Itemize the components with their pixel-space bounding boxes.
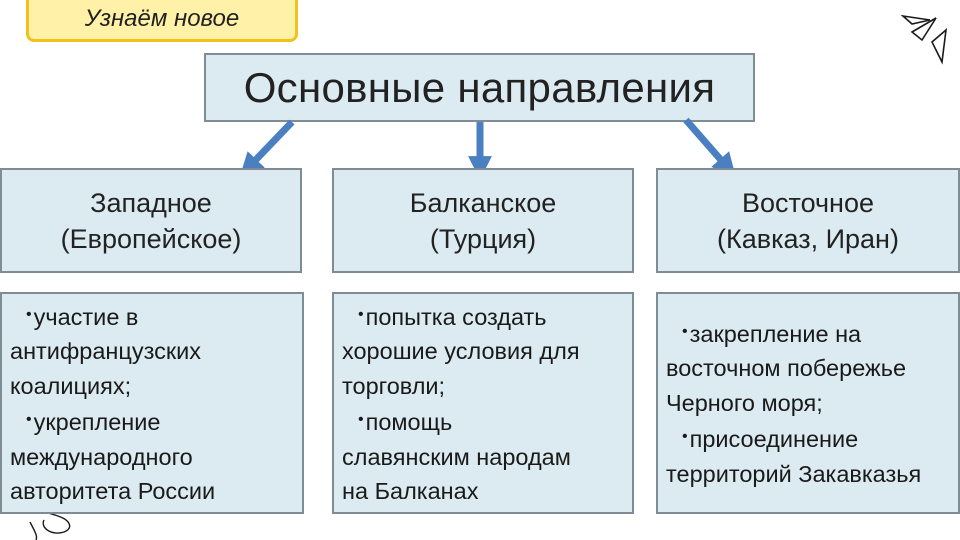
- list-item: •укрепление: [10, 403, 294, 440]
- direction-box-balkan: Балканское (Турция): [332, 168, 634, 273]
- list-item-line: присоединение: [689, 426, 859, 453]
- details-box-western: •участие в антифранцузских коалициях; •у…: [0, 292, 304, 514]
- direction-subtitle: (Турция): [429, 223, 537, 254]
- direction-subtitle: (Европейское): [60, 223, 242, 254]
- direction-box-eastern: Восточное (Кавказ, Иран): [656, 168, 960, 273]
- bullet-icon: •: [682, 322, 688, 340]
- list-item-continuation: авторитета России: [10, 478, 216, 504]
- list-item-continuation: славянским народам: [342, 443, 571, 470]
- list-item-line: попытка создать: [365, 303, 547, 330]
- details-list: •попытка создать хорошие условия для тор…: [342, 298, 624, 509]
- list-item-line: закрепление на: [689, 320, 862, 347]
- details-box-balkan: •попытка создать хорошие условия для тор…: [332, 292, 634, 514]
- list-item-line: укрепление: [33, 409, 161, 435]
- bullet-icon: •: [26, 411, 32, 428]
- direction-name: Балканское: [409, 187, 557, 218]
- direction-name: Западное: [90, 187, 212, 218]
- list-item: •закрепление на: [666, 315, 950, 352]
- diagram-title: Основные направления: [204, 53, 755, 122]
- details-box-eastern: •закрепление на восточном побережье Черн…: [656, 292, 960, 514]
- list-item-continuation: антифранцузских: [10, 338, 202, 364]
- list-item-continuation: хорошие условия для: [342, 338, 580, 364]
- bullet-icon: •: [26, 305, 32, 323]
- list-item-continuation: Черного моря;: [666, 389, 823, 416]
- bullet-icon: •: [358, 411, 364, 428]
- list-item-continuation: коалициях;: [10, 372, 132, 399]
- arrow-down-right-icon: [683, 117, 736, 177]
- bullet-icon: •: [358, 305, 364, 323]
- list-item-continuation: территорий Закавказья: [666, 460, 922, 487]
- list-item-continuation: на Балканах: [342, 478, 479, 504]
- direction-box-western: Западное (Европейское): [0, 168, 302, 273]
- sparkle-doodle-icon: [900, 14, 948, 65]
- list-item: •помощь: [342, 403, 624, 440]
- list-item-line: помощь: [365, 409, 453, 435]
- list-item: •попытка создать: [342, 298, 624, 335]
- direction-subtitle: (Кавказ, Иран): [717, 223, 899, 254]
- section-badge: Узнаём новое: [26, 0, 298, 42]
- details-list: •участие в антифранцузских коалициях; •у…: [10, 298, 294, 509]
- details-list: •закрепление на восточном побережье Черн…: [666, 315, 950, 492]
- list-item-line: участие в: [33, 303, 139, 330]
- list-item: •присоединение: [666, 420, 950, 457]
- direction-name: Восточное: [741, 187, 875, 218]
- section-badge-label: Узнаём новое: [84, 5, 240, 32]
- bullet-icon: •: [682, 428, 688, 446]
- arrow-down-left-icon: [239, 119, 295, 177]
- list-item-continuation: торговли;: [342, 372, 446, 399]
- list-item-continuation: восточном побережье: [666, 355, 907, 382]
- list-item: •участие в: [10, 298, 294, 335]
- list-item-continuation: международного: [10, 443, 193, 470]
